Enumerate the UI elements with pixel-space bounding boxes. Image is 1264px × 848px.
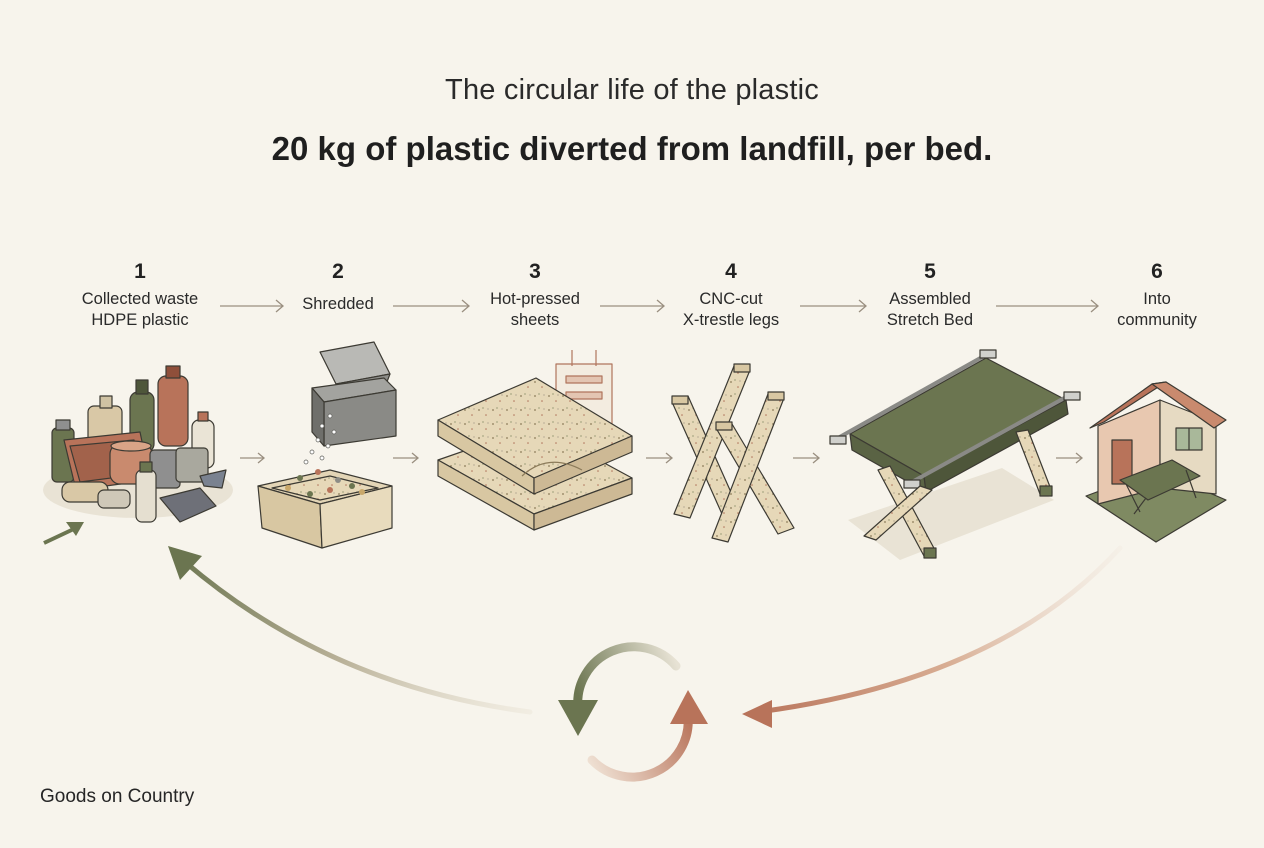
step-number: 1 [134, 260, 146, 283]
step-text: Hot-pressed sheets [450, 289, 620, 331]
step-text-line: Collected waste [81, 290, 199, 308]
middle-connector-arrows [240, 452, 1084, 464]
stretch-bed-icon [829, 349, 1081, 560]
connector-arrow-2-3 [393, 299, 470, 313]
mid-arrow-5-6 [1056, 452, 1084, 464]
return-arrow-left [168, 546, 533, 715]
step-number: 3 [529, 260, 541, 283]
connector-arrow-5-6 [996, 299, 1099, 313]
connector-arrow-1-2 [220, 299, 284, 313]
step-text: CNC-cut X-trestle legs [646, 289, 816, 331]
diagram-subtitle: The circular life of the plastic [445, 74, 819, 106]
step-text-line: Into [1143, 290, 1171, 308]
top-connector-arrows [220, 299, 1099, 313]
step-number: 6 [1151, 260, 1163, 283]
step-text: Into community [1072, 289, 1242, 331]
step-text-line: Stretch Bed [886, 311, 974, 329]
step-text-line: Shredded [302, 295, 374, 313]
shredder-bin-icon [257, 341, 397, 549]
step-text-line: CNC-cut [699, 290, 763, 308]
step-number: 4 [725, 260, 737, 283]
pressed-sheets-icon [437, 350, 633, 531]
inflow-arrow-icon [43, 522, 84, 545]
plastic-waste-pile-icon [43, 365, 233, 523]
community-house-icon [1085, 381, 1227, 543]
step-2-label: 2 Shredded [253, 258, 423, 315]
step-text-line: Assembled [889, 290, 971, 308]
step-text-line: community [1117, 311, 1197, 329]
mid-arrow-2-3 [393, 452, 420, 464]
diagram-title: 20 kg of plastic diverted from landfill,… [271, 130, 993, 167]
step-4-label: 4 CNC-cut X-trestle legs [646, 258, 816, 331]
step-number: 2 [332, 260, 344, 283]
step-text-line: HDPE plastic [91, 311, 189, 329]
step-6-label: 6 Into community [1072, 258, 1242, 331]
return-arrow-right [742, 545, 1123, 728]
step-3-label: 3 Hot-pressed sheets [450, 258, 620, 331]
step-text-line: Hot-pressed [490, 290, 580, 308]
step-text-line: X-trestle legs [682, 311, 780, 329]
recycle-cycle-icon [558, 642, 708, 782]
mid-arrow-4-5 [793, 452, 821, 464]
step-text-line: sheets [510, 311, 560, 329]
step-text: Assembled Stretch Bed [845, 289, 1015, 331]
step-1-label: 1 Collected waste HDPE plastic [55, 258, 225, 331]
step-number: 5 [924, 260, 936, 283]
connector-arrow-4-5 [800, 299, 867, 313]
mid-arrow-3-4 [646, 452, 674, 464]
x-trestle-legs-icon [671, 363, 795, 543]
step-5-label: 5 Assembled Stretch Bed [845, 258, 1015, 331]
mid-arrow-1-2 [240, 452, 266, 464]
step-text: Shredded [253, 294, 423, 315]
connector-arrow-3-4 [600, 299, 665, 313]
step-text: Collected waste HDPE plastic [55, 289, 225, 331]
brand-name: Goods on Country [40, 786, 195, 807]
